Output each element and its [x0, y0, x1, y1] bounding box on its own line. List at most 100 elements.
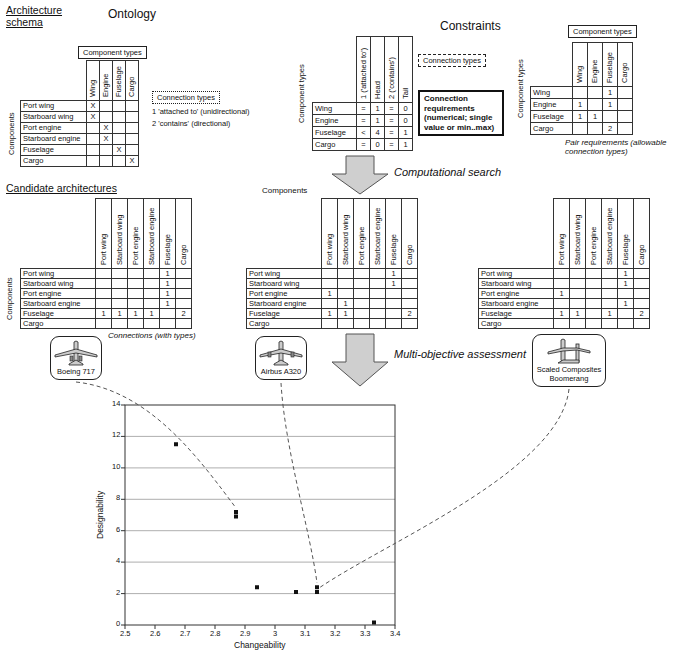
row-header: Engine [533, 99, 556, 110]
annotation: Connections (with types) [108, 331, 196, 340]
column-header: Head [374, 81, 382, 99]
grid-line [633, 198, 634, 328]
row-header: Port engine [23, 289, 61, 298]
aircraft-icon: Boeing 717 [50, 336, 102, 380]
axis-label: Components [262, 186, 307, 195]
grid-line [370, 36, 371, 150]
row-header: Starboard engine [23, 299, 81, 308]
plane-engine [291, 352, 294, 357]
row-header: Starboard engine [249, 299, 307, 308]
cell-value: 1 [112, 309, 127, 318]
row-header: Fuselage [23, 145, 54, 155]
grid-line [175, 198, 176, 328]
tick-label: 6 [116, 526, 120, 535]
grid-line [369, 198, 370, 328]
column-header: Port wing [326, 234, 334, 265]
column-header: Starboard engine [374, 207, 382, 265]
column-header: 1 ('attached to') [360, 48, 368, 99]
row-header: Port engine [249, 289, 287, 298]
tick-label: 3.2 [330, 630, 340, 639]
tick-label: 2.8 [210, 630, 220, 639]
grid-lines [125, 436, 395, 593]
cell-value: 1 [618, 269, 633, 278]
grid-line [572, 42, 573, 134]
cell-value: 0 [399, 115, 412, 126]
plane-engine [79, 356, 82, 361]
section-heading: Architecture schema [6, 4, 78, 28]
tick-label: 2.5 [120, 630, 130, 639]
dashed-leader [76, 382, 236, 508]
cell-value: 1 [160, 299, 175, 308]
legend-text: 2 'contains' (directional) [152, 120, 230, 129]
column-header: Tail [402, 88, 410, 99]
aircraft-icon: Airbus A320 [255, 336, 307, 380]
cell-value: 1 [570, 309, 585, 318]
tick-label: 8 [116, 494, 120, 503]
grid-line [246, 268, 247, 328]
legend-text: 1 'attached to' (unidirectional) [152, 108, 250, 117]
grid-line [246, 268, 418, 269]
row-header: Starboard wing [23, 279, 73, 288]
cell-value: 0 [399, 103, 412, 114]
grid-line [246, 328, 418, 329]
cell-value: 1 [160, 269, 175, 278]
cell-value: = [385, 139, 398, 150]
grid-line [530, 86, 531, 134]
cell-value: 0 [371, 139, 384, 150]
grid-line [112, 60, 113, 166]
tick-label: 2.7 [180, 630, 190, 639]
grid-line [478, 298, 650, 299]
grid-line [20, 133, 139, 134]
cell-value: 1 [160, 279, 175, 288]
grid-line [20, 100, 21, 166]
column-header: Starboard wing [116, 215, 124, 265]
grid-line [478, 268, 650, 269]
grid-line [632, 42, 633, 134]
row-header: Port wing [23, 269, 54, 278]
cell-value: 2 [603, 123, 617, 134]
cell-value: 1 [96, 309, 111, 318]
row-header: Port wing [481, 269, 512, 278]
plot-frame [125, 405, 395, 625]
row-header: Port engine [23, 123, 61, 133]
plane-boom [576, 344, 579, 362]
row-header: Starboard wing [23, 112, 73, 122]
column-header: Engine [102, 74, 110, 97]
cell-value: 1 [399, 127, 412, 138]
row-header: Fuselage [23, 309, 54, 318]
cell-value: 1 [602, 309, 617, 318]
cell-value: 1 [603, 87, 617, 98]
grid-line [553, 198, 554, 328]
node-text: Scaled Composites Boomerang [535, 365, 603, 383]
axis-label: Components [6, 277, 14, 320]
grid-line [20, 100, 139, 101]
cell-value: 1 [160, 289, 175, 298]
cell-value: 1 [322, 309, 337, 318]
tick-label: 3.3 [360, 630, 370, 639]
cell-value: = [357, 103, 370, 114]
row-header: Fuselage [481, 309, 512, 318]
cell-value: 1 [144, 309, 159, 318]
grid-line [95, 198, 96, 328]
cell-value: 1 [371, 115, 384, 126]
cell-value: 1 [338, 299, 353, 308]
step-label: Multi-objective assessment [394, 348, 526, 361]
plane-tail [274, 360, 288, 365]
label-box: Component types [568, 25, 637, 38]
cell-value: 1 [386, 279, 401, 288]
axis-label: Components [8, 112, 16, 155]
column-header: Port engine [132, 227, 140, 265]
column-header: Cargo [638, 245, 646, 265]
aircraft-silhouette [546, 338, 592, 364]
grid-line [20, 328, 192, 329]
dashed-leader [281, 383, 317, 583]
cell-value: 1 [399, 139, 412, 150]
plane-wing [548, 348, 590, 354]
grid-line [20, 144, 139, 145]
cell-value: X [113, 145, 125, 155]
grid-line [20, 268, 192, 269]
column-header: Starboard wing [574, 215, 582, 265]
column-header: Cargo [128, 77, 136, 97]
search-arrow [332, 156, 388, 194]
